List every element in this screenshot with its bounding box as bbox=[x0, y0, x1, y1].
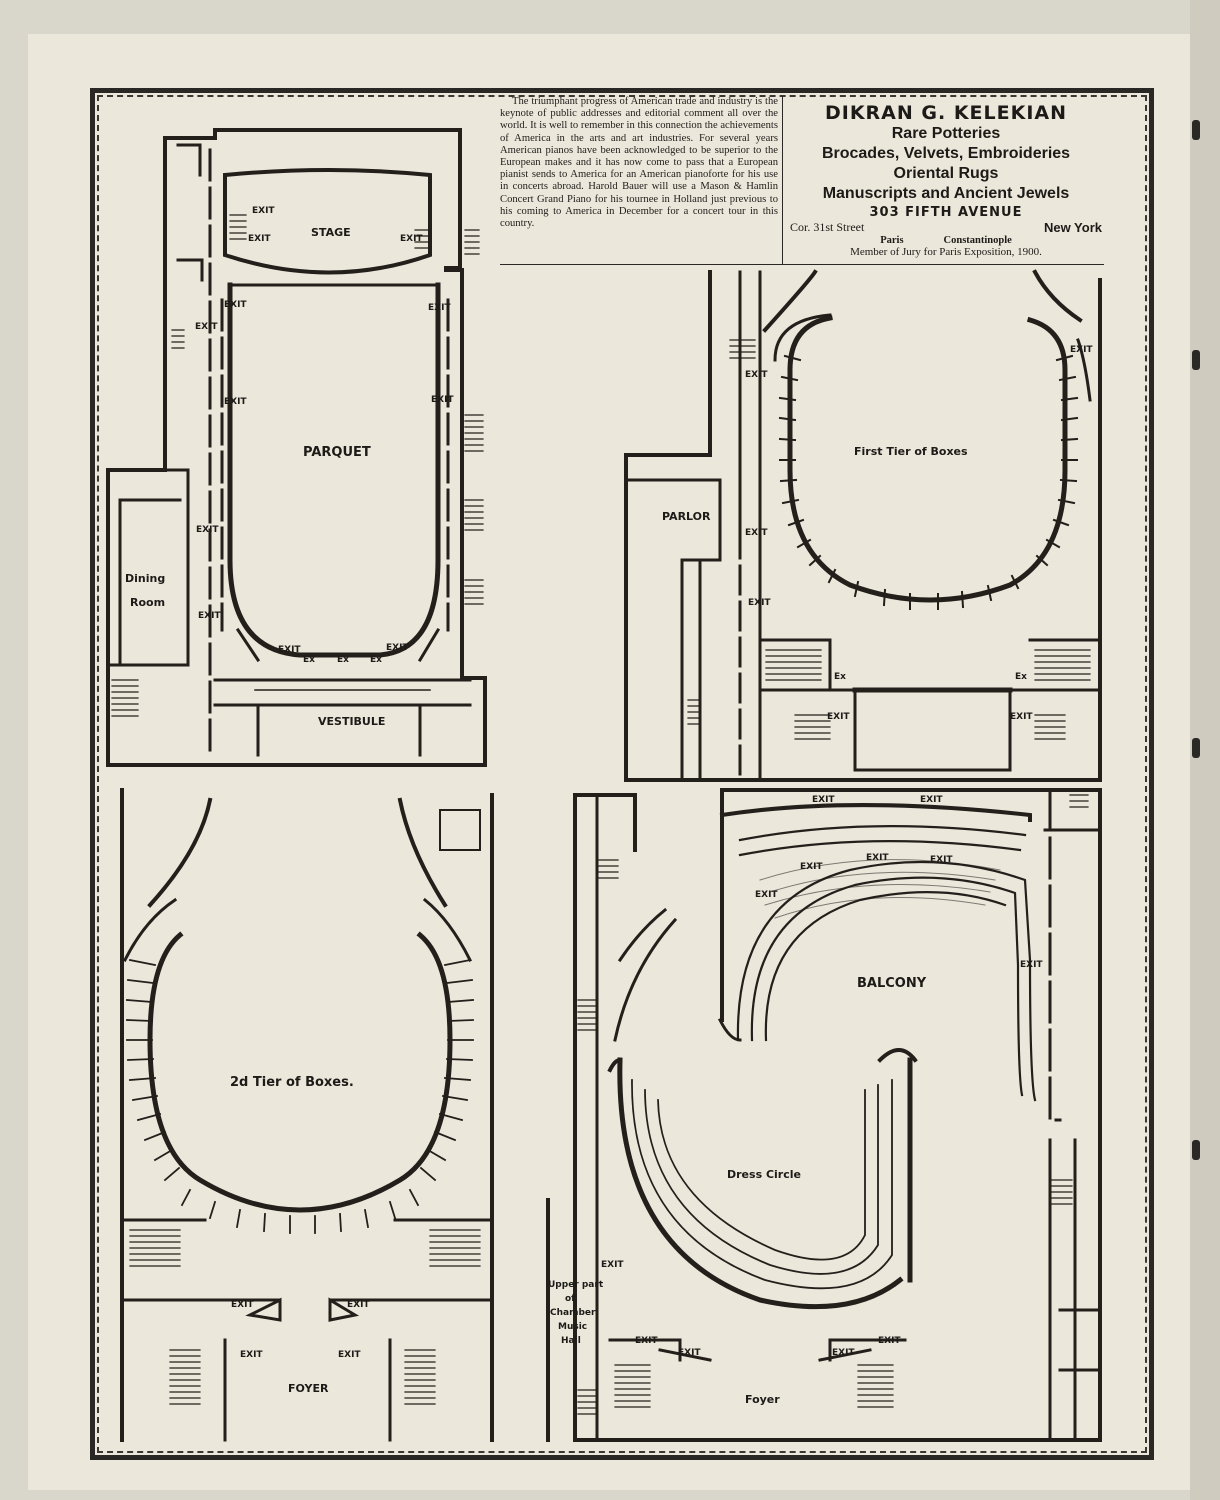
label-exit: EXIT bbox=[635, 1336, 658, 1346]
label-dress-circle: Dress Circle bbox=[727, 1168, 801, 1181]
plan-parquet bbox=[106, 128, 487, 767]
ad-line: Manuscripts and Ancient Jewels bbox=[822, 185, 1070, 202]
label-exit: EXIT bbox=[224, 397, 247, 407]
label-chamber: of bbox=[565, 1294, 576, 1304]
label-exit: EXIT bbox=[866, 853, 889, 863]
label-exit: EXIT bbox=[1070, 345, 1093, 355]
label-dining: Dining bbox=[125, 572, 166, 585]
label-exit: EXIT bbox=[278, 645, 301, 655]
binding-hole bbox=[1192, 120, 1200, 140]
ad-line: Rare Potteries bbox=[891, 125, 1001, 142]
ad-divider bbox=[782, 96, 783, 264]
label-exit: EXIT bbox=[198, 611, 221, 621]
ad-address: 303 FIFTH AVENUE bbox=[869, 205, 1023, 220]
ad-location-row: Cor. 31st Street New York bbox=[786, 220, 1106, 235]
label-exit: EXIT bbox=[678, 1348, 701, 1358]
label-stage: STAGE bbox=[311, 226, 351, 239]
label-exit: EXIT bbox=[920, 795, 943, 805]
article-paragraph: The triumphant progress of American trad… bbox=[500, 96, 778, 230]
label-exit: EXIT bbox=[832, 1348, 855, 1358]
label-exit: EXIT bbox=[755, 890, 778, 900]
label-exit: EXIT bbox=[347, 1300, 370, 1310]
page-border bbox=[90, 88, 1154, 1460]
label-second-tier: 2d Tier of Boxes. bbox=[230, 1075, 354, 1090]
label-ex: Ex bbox=[337, 655, 349, 665]
label-chamber: Chamber bbox=[550, 1308, 596, 1318]
ad-line: Brocades, Velvets, Embroideries bbox=[821, 145, 1071, 162]
label-exit: EXIT bbox=[252, 206, 275, 216]
header-ad-band bbox=[500, 96, 1104, 265]
label-vestibule: VESTIBULE bbox=[318, 715, 386, 728]
ad-branches: Paris Constantinople bbox=[786, 235, 1106, 246]
plan-balcony bbox=[546, 788, 1102, 1442]
plan-second-tier bbox=[120, 788, 494, 1442]
kelekian-advertisement: DIKRAN G. KELEKIAN Rare Potteries Brocad… bbox=[786, 98, 1106, 258]
ad-line: Oriental Rugs bbox=[893, 165, 999, 182]
label-exit: EXIT bbox=[878, 1336, 901, 1346]
label-exit: EXIT bbox=[386, 643, 409, 653]
label-exit: EXIT bbox=[800, 862, 823, 872]
label-exit: EXIT bbox=[827, 712, 850, 722]
label-exit: EXIT bbox=[745, 370, 768, 380]
label-exit: EXIT bbox=[231, 1300, 254, 1310]
label-ex: Ex bbox=[303, 655, 315, 665]
label-parquet: PARQUET bbox=[303, 445, 371, 460]
label-chamber: Hall bbox=[561, 1336, 581, 1346]
label-exit: EXIT bbox=[601, 1260, 624, 1270]
ad-city: New York bbox=[1043, 220, 1102, 235]
label-exit: EXIT bbox=[745, 528, 768, 538]
label-ex: Ex bbox=[370, 655, 382, 665]
label-room: Room bbox=[130, 596, 166, 609]
label-first-tier: First Tier of Boxes bbox=[854, 445, 968, 458]
ad-jury-note: Member of Jury for Paris Exposition, 190… bbox=[850, 246, 1042, 258]
label-exit: EXIT bbox=[400, 234, 423, 244]
ad-branch: Paris bbox=[880, 235, 904, 246]
label-exit: EXIT bbox=[195, 322, 218, 332]
ad-branch: Constantinople bbox=[943, 235, 1012, 246]
label-exit: EXIT bbox=[1010, 712, 1033, 722]
label-foyer: Foyer bbox=[745, 1393, 780, 1406]
label-exit: EXIT bbox=[748, 598, 771, 608]
label-foyer: FOYER bbox=[288, 1382, 329, 1395]
binding-hole bbox=[1192, 738, 1200, 758]
binding-hole bbox=[1192, 1140, 1200, 1160]
label-ex: Ex bbox=[834, 672, 846, 682]
label-exit: EXIT bbox=[240, 1350, 263, 1360]
binding-hole bbox=[1192, 350, 1200, 370]
plan-first-tier bbox=[624, 269, 1102, 782]
page-sheet bbox=[28, 34, 1190, 1490]
advertiser-name: DIKRAN G. KELEKIAN bbox=[824, 102, 1068, 124]
label-chamber: Music bbox=[558, 1322, 588, 1332]
label-exit: EXIT bbox=[224, 300, 247, 310]
label-exit: EXIT bbox=[812, 795, 835, 805]
label-exit: EXIT bbox=[428, 303, 451, 313]
label-balcony: BALCONY bbox=[857, 976, 927, 991]
label-chamber: Upper part bbox=[548, 1280, 604, 1290]
label-exit: EXIT bbox=[431, 395, 454, 405]
label-exit: EXIT bbox=[930, 855, 953, 865]
label-exit: EXIT bbox=[248, 234, 271, 244]
label-exit: EXIT bbox=[1020, 960, 1043, 970]
label-parlor: PARLOR bbox=[662, 510, 711, 523]
label-exit: EXIT bbox=[338, 1350, 361, 1360]
ad-corner: Cor. 31st Street bbox=[790, 220, 865, 234]
label-exit: EXIT bbox=[196, 525, 219, 535]
label-ex: Ex bbox=[1015, 672, 1027, 682]
